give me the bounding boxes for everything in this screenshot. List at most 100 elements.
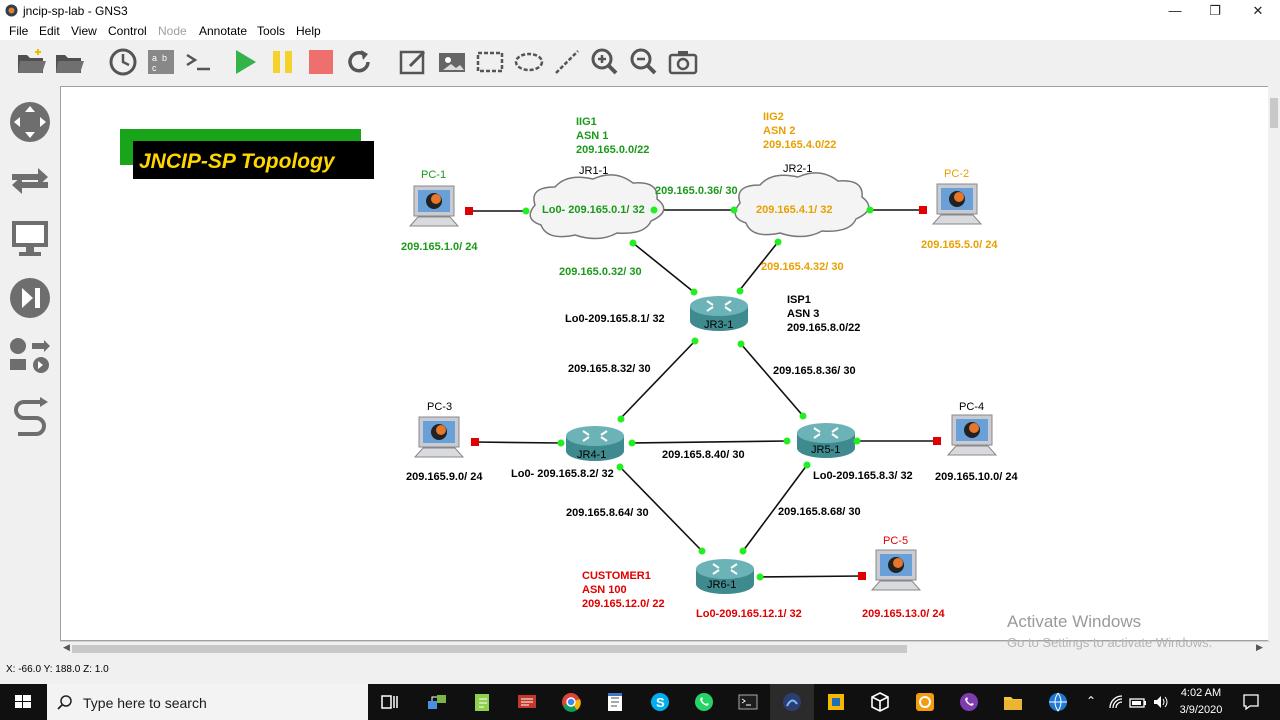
start-all-icon[interactable] xyxy=(228,45,262,79)
cloud-jr1-1[interactable] xyxy=(529,174,665,240)
jr4-1-loopback: Lo0- 209.165.8.2/ 32 xyxy=(511,468,614,480)
app-orange-icon[interactable] xyxy=(903,684,947,720)
battery-tray-icon[interactable] xyxy=(1129,694,1147,710)
gns3-icon[interactable] xyxy=(770,684,814,720)
activate-windows-hint: Go to Settings to activate Windows. xyxy=(1007,635,1213,650)
windows-start-icon[interactable] xyxy=(0,684,46,720)
scroll-right-arrow-icon[interactable]: ▶ xyxy=(1256,642,1263,652)
remote-desktop-icon[interactable] xyxy=(505,684,549,720)
globe-app-icon[interactable] xyxy=(1036,684,1080,720)
jr2-1-label: JR2-1 xyxy=(783,163,812,175)
screenshot-icon[interactable] xyxy=(666,45,700,79)
router-jr5-1[interactable] xyxy=(797,423,855,458)
all-devices-icon[interactable] xyxy=(8,334,52,378)
taskbar-search-box[interactable]: Type here to search xyxy=(47,684,368,720)
reload-all-icon[interactable] xyxy=(342,45,376,79)
open-folder-icon[interactable] xyxy=(52,45,86,79)
customer1-prefix: 209.165.12.0/ 22 xyxy=(582,598,665,610)
router-jr4-1[interactable] xyxy=(566,426,624,461)
insert-picture-icon[interactable] xyxy=(435,45,469,79)
pc-5-icon[interactable] xyxy=(870,549,922,591)
jr1-1-loopback: Lo0- 209.165.0.1/ 32 xyxy=(542,204,645,216)
iig1-asn: ASN 1 xyxy=(576,130,608,142)
stop-all-icon[interactable] xyxy=(304,45,338,79)
jr2-1-loopback: 209.165.4.1/ 32 xyxy=(756,204,832,216)
isp1-asn: ASN 3 xyxy=(787,308,819,320)
topology-canvas[interactable]: JNCIP-SP Topology xyxy=(60,86,1270,641)
status-bar: X: -66.0 Y: 188.0 Z: 1.0 xyxy=(0,657,1280,683)
file-explorer-icon[interactable] xyxy=(991,684,1035,720)
end-devices-icon[interactable] xyxy=(8,216,52,260)
menu-annotate[interactable]: Annotate xyxy=(199,24,248,38)
menu-help[interactable]: Help xyxy=(296,24,321,38)
task-view-icon[interactable] xyxy=(368,684,412,720)
add-link-icon[interactable] xyxy=(8,394,52,438)
menu-control[interactable]: Control xyxy=(108,24,147,38)
maximize-button[interactable]: ❐ xyxy=(1209,3,1221,18)
topology-banner: JNCIP-SP Topology xyxy=(139,150,336,173)
zoom-out-icon[interactable] xyxy=(627,45,661,79)
customer1-asn: ASN 100 xyxy=(582,584,627,596)
close-button[interactable]: ✕ xyxy=(1252,3,1264,18)
volume-tray-icon[interactable] xyxy=(1152,694,1168,710)
vertical-scroll-thumb[interactable] xyxy=(1270,98,1278,128)
notepadpp-icon[interactable] xyxy=(460,684,504,720)
minimize-button[interactable]: — xyxy=(1168,3,1182,18)
canvas-horizontal-scrollbar[interactable]: ◀ ▶ xyxy=(60,641,1270,655)
routers-icon[interactable] xyxy=(8,100,52,144)
menu-view[interactable]: View xyxy=(71,24,97,38)
security-devices-icon[interactable] xyxy=(8,276,52,320)
notifications-icon[interactable] xyxy=(1242,693,1260,711)
chrome-icon[interactable] xyxy=(549,684,593,720)
menu-edit[interactable]: Edit xyxy=(39,24,60,38)
tray-expand-icon[interactable]: ⌃ xyxy=(1086,694,1097,708)
windows-taskbar: Type here to search S ⌃ 4:02 AM 3/9/2020 xyxy=(0,684,1280,720)
pc-4-icon[interactable] xyxy=(946,414,998,456)
link-jr5-jr6-subnet: 209.165.8.68/ 30 xyxy=(778,506,861,518)
pc-2-icon[interactable] xyxy=(931,183,983,225)
box3d-icon[interactable] xyxy=(858,684,902,720)
terminal-icon[interactable] xyxy=(726,684,770,720)
draw-ellipse-icon[interactable] xyxy=(512,45,546,79)
draw-line-icon[interactable] xyxy=(550,45,584,79)
svg-text:c: c xyxy=(152,63,157,73)
banner-box xyxy=(133,141,374,179)
zoom-in-icon[interactable] xyxy=(588,45,622,79)
menu-node[interactable]: Node xyxy=(158,24,187,38)
console-all-icon[interactable] xyxy=(182,45,216,79)
pc-4-label: PC-4 xyxy=(959,401,984,413)
pc-3-icon[interactable] xyxy=(413,416,465,458)
skype-icon[interactable]: S xyxy=(638,684,682,720)
jr5-1-label: JR5-1 xyxy=(811,444,840,456)
snapshot-clock-icon[interactable] xyxy=(106,45,140,79)
open-project-icon[interactable] xyxy=(14,45,48,79)
draw-rectangle-icon[interactable] xyxy=(473,45,507,79)
title-bar: jncip-sp-lab - GNS3 — ❐ ✕ xyxy=(0,0,1280,22)
viber-icon[interactable] xyxy=(947,684,991,720)
network-tray-icon[interactable] xyxy=(1108,694,1124,710)
suspend-all-icon[interactable] xyxy=(266,45,300,79)
link-jr4-jr6-subnet: 209.165.8.64/ 30 xyxy=(566,507,649,519)
whatsapp-icon[interactable] xyxy=(682,684,726,720)
menu-tools[interactable]: Tools xyxy=(257,24,286,38)
topology-drawing: JNCIP-SP Topology xyxy=(120,111,1018,620)
device-dock xyxy=(0,84,60,654)
add-note-icon[interactable] xyxy=(396,45,430,79)
canvas-vertical-scrollbar[interactable] xyxy=(1268,86,1280,641)
notepad-icon[interactable] xyxy=(593,684,637,720)
cloud-jr2-1[interactable] xyxy=(734,172,870,238)
clock-time[interactable]: 4:02 AM xyxy=(1180,687,1222,699)
horizontal-scroll-thumb[interactable] xyxy=(72,645,907,653)
virtualbox-icon[interactable] xyxy=(814,684,858,720)
menu-file[interactable]: File xyxy=(9,24,29,38)
clock-date[interactable]: 3/9/2020 xyxy=(1179,704,1223,716)
switches-icon[interactable] xyxy=(8,158,52,202)
pc-1-icon[interactable] xyxy=(408,185,460,227)
router-jr3-1[interactable] xyxy=(690,296,748,331)
network-app-icon[interactable] xyxy=(415,684,459,720)
svg-text:a: a xyxy=(152,53,157,63)
router-jr6-1[interactable] xyxy=(696,559,754,594)
scroll-left-arrow-icon[interactable]: ◀ xyxy=(63,642,70,652)
activate-windows-title: Activate Windows xyxy=(1007,612,1142,631)
